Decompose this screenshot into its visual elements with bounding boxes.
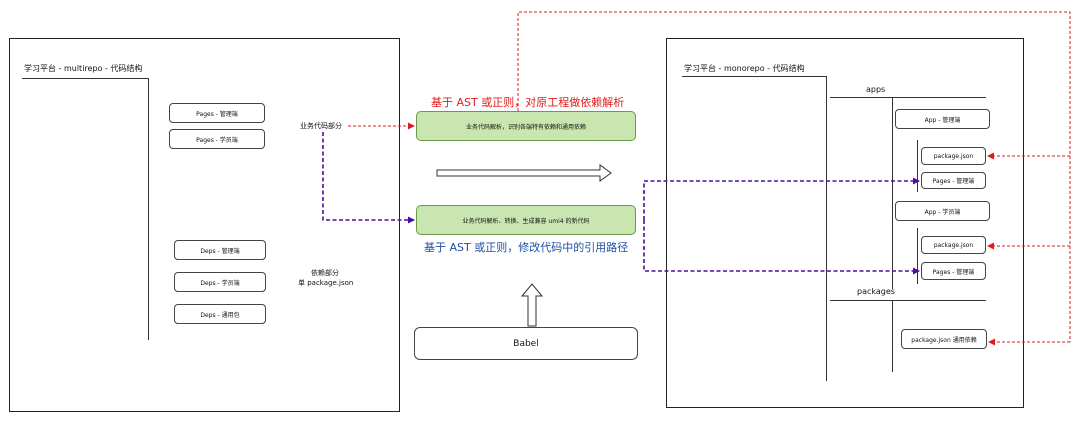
package-json-student-box: package.json	[921, 236, 986, 254]
packages-tree-line	[892, 300, 893, 372]
monorepo-title-rule	[682, 76, 826, 77]
multirepo-panel	[9, 38, 400, 412]
pages-admin-app2-box: Pages - 管理端	[921, 262, 986, 280]
dependency-analysis-box: 业务代码解析，识别各端特有依赖和通用依赖	[416, 111, 636, 141]
pages-admin-app1-box: Pages - 管理端	[921, 172, 986, 189]
deps-label-line1: 依赖部分	[311, 269, 339, 277]
purple-arrow-to-pages-admin-1	[643, 177, 920, 220]
app-admin-box: App - 管理端	[895, 109, 990, 129]
hollow-right-arrow	[436, 164, 612, 182]
top-annotation: 基于 AST 或正则，对原工程做依赖解析	[431, 96, 625, 109]
business-code-label: 业务代码部分	[300, 122, 342, 130]
pages-student-box: Pages - 学员端	[169, 129, 265, 149]
deps-admin-box: Deps - 管理端	[174, 240, 266, 260]
multirepo-title-rule	[22, 78, 148, 79]
app-student-children-line	[917, 228, 918, 284]
hollow-up-arrow	[520, 283, 544, 327]
package-json-common-box: package.json 通用依赖	[901, 329, 987, 349]
purple-arrow-to-pages-admin-2	[643, 220, 920, 275]
apps-rule	[830, 97, 986, 98]
app-admin-children-line	[917, 140, 918, 192]
apps-tree-line	[892, 97, 893, 289]
deps-label-line2: 单 package.json	[298, 279, 354, 287]
code-transform-box: 业务代码解析、转换、生成兼容 umi4 的新代码	[416, 205, 636, 235]
multirepo-tree-line	[148, 78, 149, 340]
apps-label: apps	[866, 85, 886, 94]
monorepo-title: 学习平台 - monorepo - 代码结构	[684, 64, 805, 73]
purple-arrow-business-to-transform	[322, 132, 415, 224]
packages-label: packages	[857, 287, 895, 296]
deps-student-box: Deps - 学员端	[174, 272, 266, 292]
deps-common-box: Deps - 通用包	[174, 304, 266, 324]
babel-box: Babel	[414, 327, 638, 360]
packages-rule	[830, 300, 986, 301]
multirepo-title: 学习平台 - multirepo - 代码结构	[24, 64, 143, 73]
red-loop-top	[517, 11, 1071, 342]
bottom-annotation: 基于 AST 或正则，修改代码中的引用路径	[424, 241, 629, 254]
pages-admin-box: Pages - 管理端	[169, 103, 265, 123]
monorepo-tree-line	[826, 76, 827, 381]
package-json-admin-box: package.json	[921, 147, 986, 165]
app-student-box: App - 学员端	[895, 201, 990, 221]
